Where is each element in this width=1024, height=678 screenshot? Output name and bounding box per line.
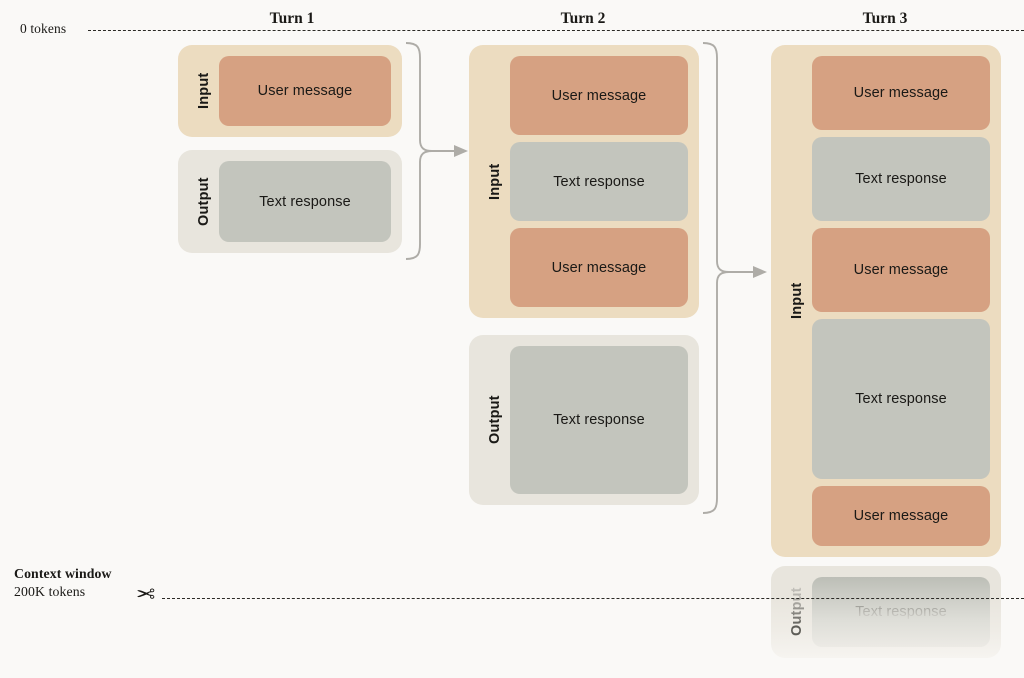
- turn3-input-user-message-block-1: User message: [812, 56, 990, 130]
- turn2-input-stack: User message Text response User message: [510, 56, 688, 307]
- turn3-input-stack: User message Text response User message …: [812, 56, 990, 546]
- turn2-output-label: Output: [487, 395, 503, 445]
- turn3-output-text-response-label: Text response: [855, 604, 947, 620]
- turn3-output-label: Output: [782, 577, 812, 647]
- turn1-output-group: Output Text response: [178, 150, 402, 253]
- context-start-dashed-line: [88, 30, 1024, 31]
- turn2-input-text-response-block: Text response: [510, 142, 688, 221]
- turn2-input-label: Input: [487, 163, 503, 200]
- scissors-icon: ✂: [136, 581, 156, 607]
- turn3-input-text-response-block-1: Text response: [812, 137, 990, 221]
- turn2-output-text-response-block: Text response: [510, 346, 688, 494]
- context-window-cutoff-dashed-line: [162, 598, 1024, 599]
- context-window-title: Context window: [14, 566, 112, 581]
- turn2-input-user-message-block-1: User message: [510, 56, 688, 135]
- turn1-input-label: Input: [196, 72, 212, 110]
- turn3-input-text-response-block-2: Text response: [812, 319, 990, 479]
- turn1-input-stack: User message: [219, 56, 391, 126]
- turn2-output-stack: Text response: [510, 346, 688, 494]
- turn1-input-group: Input User message: [178, 45, 402, 137]
- turn1-output-stack: Text response: [219, 161, 391, 242]
- turn-title-1: Turn 1: [269, 10, 315, 27]
- arrow-turn1-to-turn2: [405, 42, 468, 260]
- turn3-output-stack: Text response: [812, 577, 990, 647]
- turn3-input-user-message-block-2: User message: [812, 228, 990, 312]
- turn1-input-user-message-block: User message: [219, 56, 391, 126]
- turn-title-3: Turn 3: [862, 10, 908, 27]
- turn1-output-label: Output: [196, 177, 212, 226]
- turn2-input-user-message-block-2: User message: [510, 228, 688, 307]
- turn-title-2: Turn 2: [560, 10, 606, 27]
- arrow-turn2-to-turn3: [702, 42, 767, 514]
- turn3-output-text-response-block: Text response: [812, 577, 990, 647]
- turn2-output-group: Output Text response: [469, 335, 699, 505]
- turn2-input-group: Input User message Text response User me…: [469, 45, 699, 318]
- turn3-input-label: Input: [789, 282, 805, 320]
- context-window-subtitle: 200K tokens: [14, 584, 86, 599]
- zero-tokens-label: 0 tokens: [20, 21, 67, 36]
- turn3-output-group-truncated: Output Text response: [771, 566, 1001, 658]
- turn3-input-group: Input User message Text response User me…: [771, 45, 1001, 557]
- turn1-output-text-response-block: Text response: [219, 161, 391, 242]
- turn3-input-user-message-block-3: User message: [812, 486, 990, 546]
